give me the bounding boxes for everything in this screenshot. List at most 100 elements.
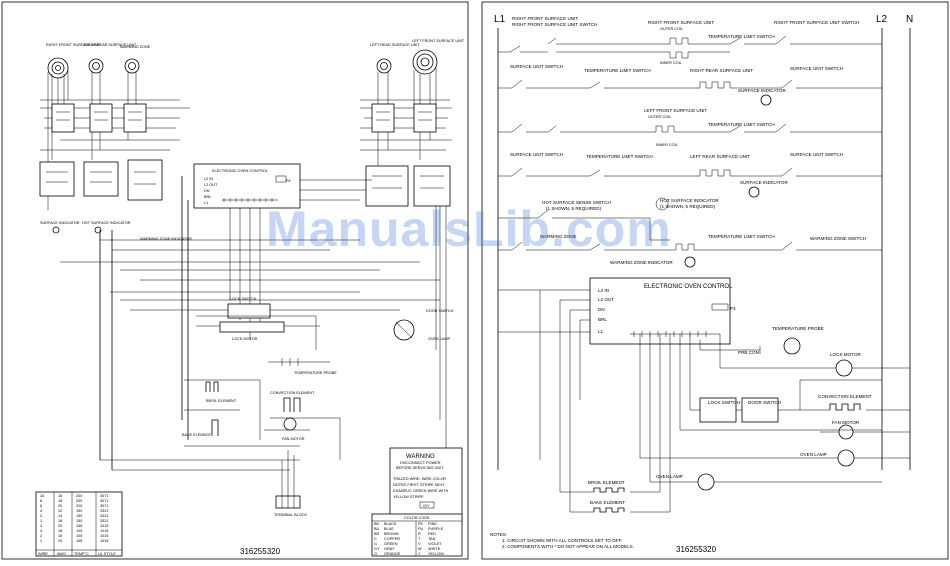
rp-temp-limit-1: TEMPERATURE LIMIT SWITCH <box>708 34 775 39</box>
rp-eoc-t2: DN <box>598 307 605 312</box>
wt-r4d: 3321 <box>100 514 108 518</box>
lp-warning-line1: DISCONNECT POWER <box>400 461 441 465</box>
lp-switch-c <box>123 103 147 133</box>
lp-color-code-title: COLOR CODE <box>404 516 430 520</box>
wt-r9d: 1015 <box>100 539 108 543</box>
rp-bake-element-icon <box>593 507 625 513</box>
lp-convection-element-icon <box>283 397 301 412</box>
lp-bake-element-icon <box>211 419 219 436</box>
wt-r9b: 20 <box>58 539 62 543</box>
lp-switch-i <box>365 165 409 207</box>
right-schematic: L1 L2 N RIGHT FRONT SURFACE UNIT RIGHT F… <box>490 14 913 554</box>
wt-r3a: 4 <box>40 509 42 513</box>
rp-temp-limit-3: TEMPERATURE LIMIT SWITCH <box>708 122 775 127</box>
wt-r3b: 12 <box>58 509 62 513</box>
cc-r4a: G <box>374 542 377 546</box>
rp-hot-indicator-note: (1 SHOWN, 5 REQUIRED) <box>660 204 716 209</box>
rp-eoc-t1: L2 OUT <box>598 297 614 302</box>
cc-r5c: W <box>418 547 422 551</box>
wt-r9a: 1 <box>40 539 42 543</box>
cc-r6b: ORANGE <box>384 552 401 556</box>
lp-warming-zone-indicator: WARMING ZONE INDICATOR <box>140 237 192 241</box>
lp-switch-j <box>413 165 451 207</box>
cc-r4b: GREEN <box>384 542 398 546</box>
lp-traced2: NOTED FIRST, STRIPE NEXT. <box>393 483 446 487</box>
cc-r0d: PINK <box>428 522 437 526</box>
lf-element-icon <box>412 49 438 75</box>
cc-r0c: PK <box>418 522 424 526</box>
cc-r2c: R <box>418 532 421 536</box>
wt-r2c: 200 <box>76 504 82 508</box>
wt-r5c: 150 <box>76 519 82 523</box>
rp-eoc-t4: L1 <box>598 329 604 334</box>
rp-surface-indicator-2 <box>748 186 760 198</box>
lp-oven-lamp: OVEN LAMP <box>428 337 451 341</box>
lp-eoc-t2: DN <box>204 189 210 193</box>
rp-outer-coil: OUTER COIL <box>660 27 683 31</box>
lp-terminal-block: TERMINAL BLOCK <box>274 513 307 517</box>
rp-eoc-box <box>589 277 731 345</box>
lp-lock-switch-box <box>227 303 271 319</box>
lp-switch-d <box>39 161 75 197</box>
rp-warming-zone-switch: WARMING ZONE SWITCH <box>810 236 866 241</box>
wt-r2b: 20 <box>58 504 62 508</box>
cc-r3b: COPPER <box>384 537 400 541</box>
rp-temp-probe: TEMPERATURE PROBE <box>772 326 824 331</box>
wt-r0b: 18 <box>58 494 62 498</box>
rp-surface-indicator-label-1: SURFACE INDICATOR <box>738 88 786 93</box>
cc-r1b: BLUE <box>384 527 394 531</box>
lp-switch-h <box>413 103 437 133</box>
wt-h1: AWG <box>57 552 66 556</box>
rp-rr-unit: RIGHT REAR SURFACE UNIT <box>690 68 753 73</box>
lp-traced1: TRACED WIRE: WIRE COLOR <box>393 477 446 481</box>
wt-r7d: 1015 <box>100 529 108 533</box>
lp-traced3: EXAMPLE: GREEN WIRE WITH <box>393 489 449 493</box>
lp-convection-element: CONVECTION ELEMENT <box>270 391 315 395</box>
lp-color-code-rows: BK BLACK PK PINK BU BLUE PU PURPLE BR BR… <box>374 522 444 556</box>
cc-r6c: Y <box>418 552 421 556</box>
rp-hot-sense: HOT SURFACE SENSE SWITCH <box>542 200 611 205</box>
lp-hot-surface-indicator: HOT SURFACE INDICATOR <box>82 221 131 225</box>
rp-broil-element-icon <box>593 487 625 493</box>
wt-r8d: 1015 <box>100 534 108 538</box>
wt-r7c: 105 <box>76 529 82 533</box>
rp-temp-limit-2: TEMPERATURE LIMIT SWITCH <box>584 68 651 73</box>
rp-lr-unit: LEFT REAR SURFACE UNIT <box>690 154 750 159</box>
wt-r2a: 6 <box>40 504 42 508</box>
rp-notes-title: NOTES: <box>490 532 507 537</box>
lp-bake-element: BAKE ELEMENT <box>182 433 212 437</box>
cc-r6a: O <box>374 552 377 556</box>
rp-note-1: 1. CIRCUIT SHOWN WITH ALL CONTROLS SET T… <box>502 538 622 543</box>
lp-label-rr: RIGHT REAR SURFACE UNIT <box>84 43 137 47</box>
wt-r9c: 105 <box>76 539 82 543</box>
rp-convection-element: CONVECTION ELEMENT <box>818 394 872 399</box>
wt-r6d: 1015 <box>100 524 108 528</box>
wt-h0: WIRE <box>38 552 48 556</box>
lp-switch-f <box>127 159 163 201</box>
rp-warming-zone-indicator-icon <box>684 256 696 268</box>
lp-eoc-t4: L1 <box>204 201 208 205</box>
rp-temp-probe-icon <box>783 337 801 355</box>
cc-r4c: V <box>418 542 421 546</box>
lp-switch-a <box>51 103 75 133</box>
lp-traced4: YELLOW STRIPE. <box>393 495 425 499</box>
rp-lf-unit: LEFT FRONT SURFACE UNIT <box>644 108 707 113</box>
wt-r0a: 10 <box>40 494 44 498</box>
lp-switch-g <box>371 103 395 133</box>
rp-surface-unit-switch-2r: SURFACE UNIT SWITCH <box>790 152 843 157</box>
rp-oven-lamp-2: OVEN LAMP <box>656 474 683 479</box>
cc-r0a: BK <box>374 522 380 526</box>
rp-surface-unit-switch-1: SURFACE UNIT SWITCH <box>510 64 563 69</box>
lp-eoc-box <box>193 163 301 209</box>
lp-lock-motor-box <box>219 321 285 333</box>
cc-r2d: RED <box>428 532 436 536</box>
rp-surface-indicator-1 <box>760 94 772 106</box>
rp-rf-outer: RIGHT FRONT SURFACE UNIT <box>648 20 714 25</box>
rp-eoc-title: ELECTRONIC OVEN CONTROL <box>644 284 733 290</box>
rp-inner-coil: INNER COIL <box>660 61 682 65</box>
watermark: ManualsLib.com <box>266 201 672 257</box>
lp-eoc-title: ELECTRONIC OVEN CONTROL <box>212 169 268 173</box>
lp-eoc-t3: BRL <box>204 195 211 199</box>
wt-r4b: 14 <box>58 514 62 518</box>
cc-r2b: BROWN <box>384 532 399 536</box>
